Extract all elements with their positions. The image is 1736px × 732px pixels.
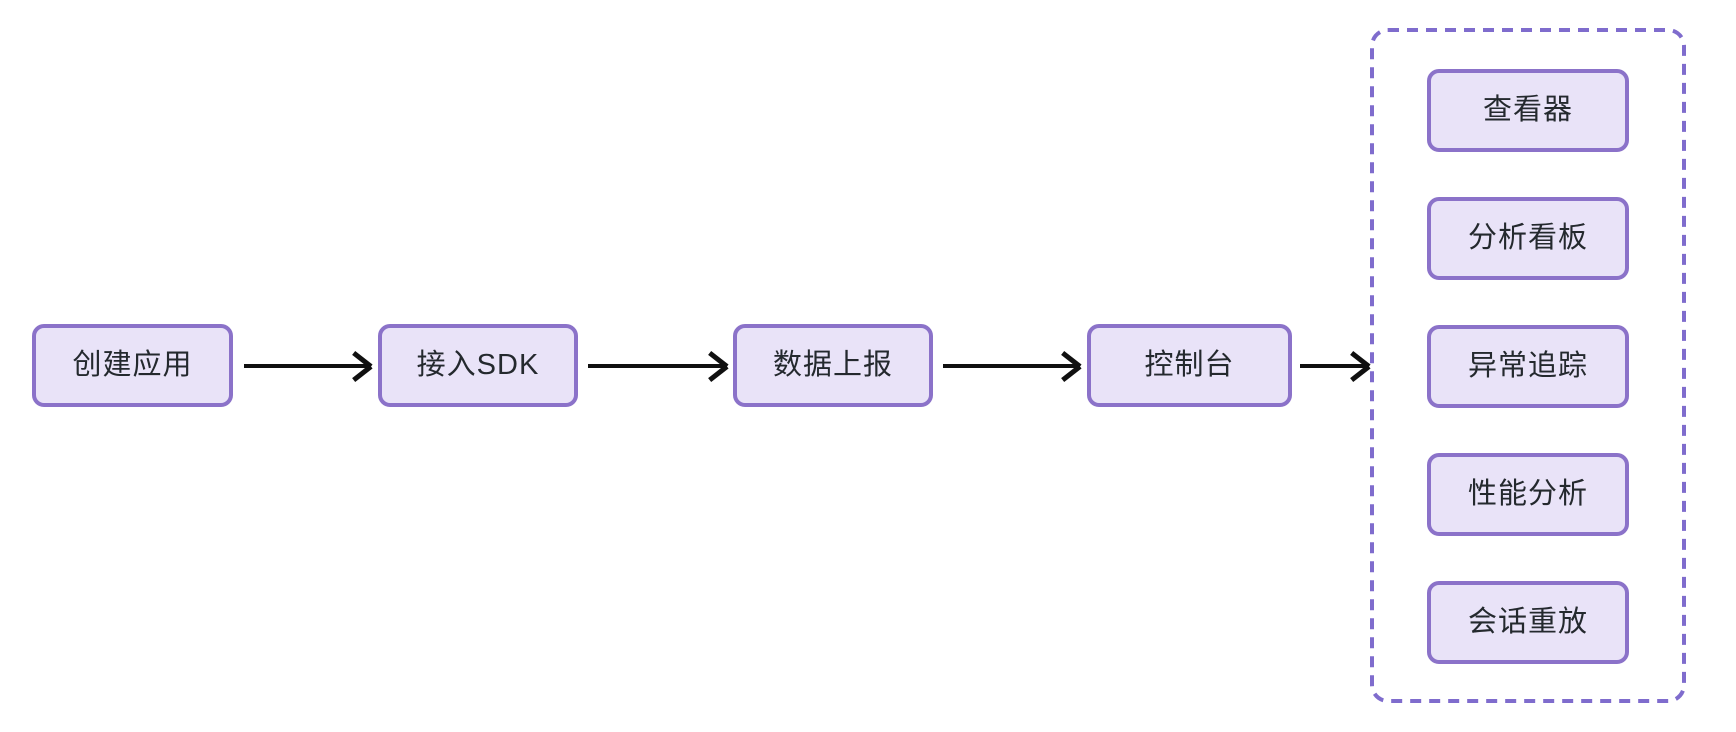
flow-node-label: 数据上报 (772, 349, 893, 381)
feature-node-error-tracking: 异常追踪 (1427, 325, 1629, 408)
feature-node-label: 查看器 (1482, 94, 1573, 126)
console-features-group: 查看器 分析看板 异常追踪 性能分析 会话重放 (1370, 28, 1686, 703)
feature-node-analytics-board: 分析看板 (1427, 197, 1629, 280)
flow-node-integrate-sdk: 接入SDK (378, 324, 578, 407)
flow-node-console: 控制台 (1087, 324, 1292, 407)
arrow-right-icon (588, 364, 726, 368)
dashed-border (1370, 28, 1686, 703)
flow-node-create-app: 创建应用 (32, 324, 233, 407)
flow-node-label: 创建应用 (72, 349, 193, 381)
arrow-right-icon (244, 364, 370, 368)
flow-node-label: 控制台 (1144, 349, 1235, 381)
feature-node-session-replay: 会话重放 (1427, 581, 1629, 664)
arrow-right-icon (1300, 364, 1368, 368)
feature-node-label: 会话重放 (1467, 606, 1588, 638)
feature-node-viewer: 查看器 (1427, 69, 1629, 152)
arrow-right-icon (943, 364, 1079, 368)
feature-node-performance-analysis: 性能分析 (1427, 453, 1629, 536)
feature-node-label: 分析看板 (1467, 222, 1588, 254)
flow-node-label: 接入SDK (416, 349, 540, 381)
flow-node-data-report: 数据上报 (733, 324, 933, 407)
feature-node-label: 性能分析 (1467, 478, 1588, 510)
feature-node-label: 异常追踪 (1467, 350, 1588, 382)
